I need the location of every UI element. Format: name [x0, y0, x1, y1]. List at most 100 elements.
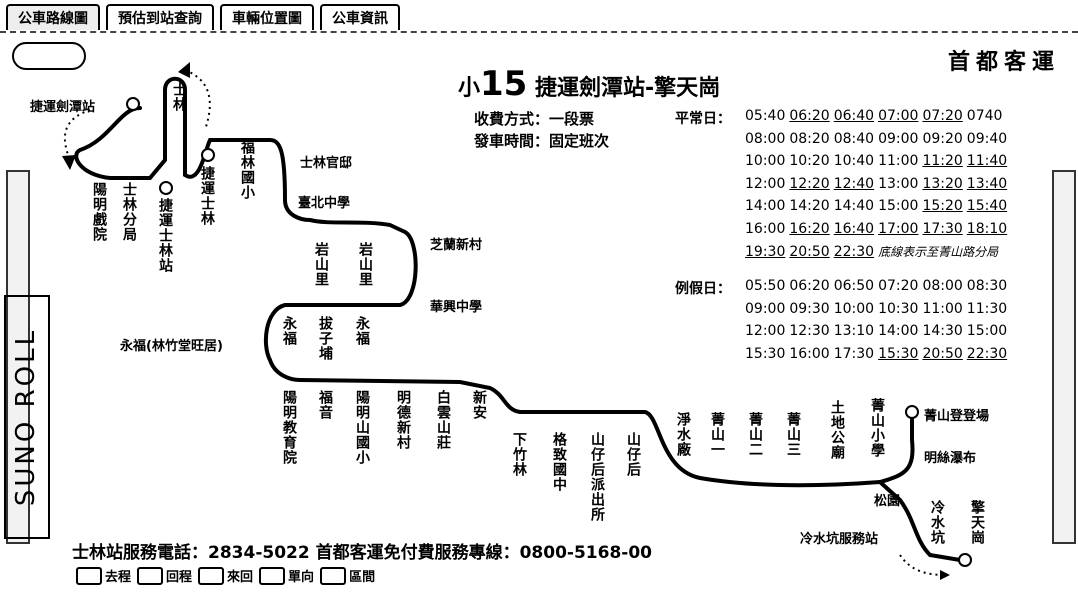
- departure-time: 11:00: [922, 300, 963, 317]
- departure-time: 12:00: [745, 323, 786, 339]
- station-songyuan[interactable]: 松園: [874, 494, 901, 509]
- station-mrt-shilin[interactable]: 捷運士林站: [157, 198, 173, 273]
- departure-time: 14:00: [745, 198, 786, 214]
- station-lengshui[interactable]: 冷水坑: [929, 500, 945, 545]
- station-baiyun[interactable]: 白雲山莊: [435, 390, 451, 450]
- station-yongfu-temple[interactable]: 永福(林竹堂旺居): [120, 339, 223, 354]
- departure-time: 13:10: [833, 323, 875, 339]
- station-jiantan[interactable]: 捷運劍潭站: [30, 100, 96, 115]
- departure-time: 09:20: [922, 130, 963, 147]
- departure-time: 09:40: [966, 130, 1008, 147]
- departure-time: 15:30: [878, 345, 919, 362]
- station-mrt-shilin-2[interactable]: 捷運士林: [199, 166, 215, 226]
- right-scroll-panel[interactable]: [1052, 170, 1076, 544]
- station-yangming-park[interactable]: 陽明山國小: [354, 390, 370, 465]
- station-yongfu[interactable]: 永福: [281, 316, 297, 346]
- departure-time: 06:50: [833, 278, 875, 294]
- route-title: 小15 捷運劍潭站-擎天崗: [458, 64, 720, 104]
- station-bazi[interactable]: 拔子埔: [317, 316, 333, 361]
- arrow-end-icon: [940, 570, 950, 580]
- station-shilin-branch[interactable]: 士林分局: [121, 182, 137, 242]
- station-qingtian[interactable]: 擎天崗: [969, 500, 985, 545]
- station-yanshan[interactable]: 岩山里: [313, 242, 329, 287]
- tab-route-map[interactable]: 公車路線圖: [6, 4, 100, 30]
- station-shanzi[interactable]: 山仔后: [625, 432, 641, 477]
- station-jing3[interactable]: 菁山三: [785, 412, 801, 457]
- departure-time: 05:50: [745, 278, 786, 294]
- station-jing-trail[interactable]: 菁山登登場: [924, 409, 990, 424]
- tab-vehicle-position[interactable]: 車輛位置圖: [220, 4, 314, 30]
- departure-time: 13:00: [878, 175, 919, 192]
- departure-time: 07:20: [878, 278, 919, 294]
- station-yanshan-2[interactable]: 岩山里: [357, 242, 373, 287]
- departure-time: 05:40: [745, 108, 786, 124]
- departure-time: 08:40: [833, 130, 875, 147]
- station-tudigong[interactable]: 土地公廟: [829, 400, 845, 460]
- departure-time: 15:00: [966, 323, 1008, 339]
- station-xiazhulin[interactable]: 下竹林: [511, 432, 527, 477]
- tab-divider: [0, 31, 1078, 33]
- station-shilin[interactable]: 士林: [171, 82, 187, 112]
- tab-arrival-query[interactable]: 預估到站查詢: [106, 4, 214, 30]
- left-scroll-panel[interactable]: [6, 170, 30, 544]
- station-zhilan[interactable]: 芝蘭新村: [430, 238, 483, 253]
- departure-time: 10:40: [833, 153, 875, 169]
- departure-time: 0740: [966, 108, 1003, 124]
- station-jing2[interactable]: 菁山二: [747, 412, 763, 457]
- station-lengshui-stop[interactable]: 冷水坑服務站: [800, 532, 879, 547]
- departure-time: 16:00: [789, 345, 830, 362]
- station-xinan[interactable]: 新安: [471, 390, 487, 420]
- station-yangming-theater[interactable]: 陽明戲院: [91, 182, 107, 242]
- bus-icon: [198, 566, 225, 585]
- weekday-label: 平常日：: [675, 111, 731, 127]
- station-jing-elem[interactable]: 菁山小學: [869, 398, 885, 458]
- dashed-start: [63, 109, 91, 161]
- station-shanzi-police[interactable]: 山仔后派出所: [589, 432, 605, 522]
- station-gezhi[interactable]: 格致國中: [551, 432, 567, 492]
- legend-item: 來回: [198, 566, 253, 585]
- station-mingde[interactable]: 明德新村: [395, 390, 411, 450]
- station-fuyin[interactable]: 福音: [317, 390, 333, 420]
- departure-time: 09:30: [789, 300, 830, 317]
- departure-time: 19:30: [745, 244, 786, 260]
- departure-time: 14:40: [833, 198, 875, 214]
- toggle-pill[interactable]: [12, 42, 86, 70]
- arrow-top-icon: [178, 62, 190, 78]
- station-yongfu-2[interactable]: 永福: [354, 316, 370, 346]
- departure-time: 08:20: [789, 130, 830, 147]
- station-taipei-hs[interactable]: 臺北中學: [298, 196, 351, 211]
- departure-time: 12:40: [833, 175, 875, 192]
- stop-marker-mrt-shilin: [159, 181, 173, 195]
- tab-bus-info[interactable]: 公車資訊: [320, 4, 400, 30]
- departure-time: 15:30: [745, 345, 786, 362]
- departure-time: 22:30: [833, 244, 875, 260]
- departure-time: 08:00: [922, 278, 963, 294]
- departure-time: 11:40: [966, 153, 1008, 169]
- station-fulin-elem[interactable]: 福林國小: [239, 140, 255, 200]
- departure-time: 16:20: [789, 220, 830, 237]
- departure-time: 20:50: [922, 345, 963, 362]
- station-shilin-official[interactable]: 士林官邸: [300, 156, 353, 171]
- departure-time: 06:40: [833, 108, 875, 124]
- station-jing-fall[interactable]: 明絲瀑布: [924, 451, 977, 466]
- service-phone: 士林站服務電話：2834-5022 首都客運免付費服務專線：0800-5168-…: [72, 543, 652, 563]
- station-jing1[interactable]: 菁山一: [709, 412, 725, 457]
- departure-time: 20:50: [789, 244, 830, 260]
- station-jingshui[interactable]: 淨水廠: [675, 412, 691, 457]
- route-name: 捷運劍潭站-擎天崗: [535, 76, 721, 101]
- stop-marker-qingtian: [958, 553, 972, 567]
- legend-item: 區間: [320, 566, 375, 585]
- departure-time: 11:00: [878, 153, 919, 169]
- departure-time: 17:30: [833, 345, 875, 362]
- route-branch: [878, 480, 962, 562]
- legend-item: 去程: [76, 566, 131, 585]
- station-xiaxing[interactable]: 華興中學: [430, 300, 483, 315]
- side-logo: SUNO ROLL: [4, 295, 50, 539]
- stop-marker-jing-trail: [905, 405, 919, 419]
- station-yangming-edu[interactable]: 陽明教育院: [281, 390, 297, 465]
